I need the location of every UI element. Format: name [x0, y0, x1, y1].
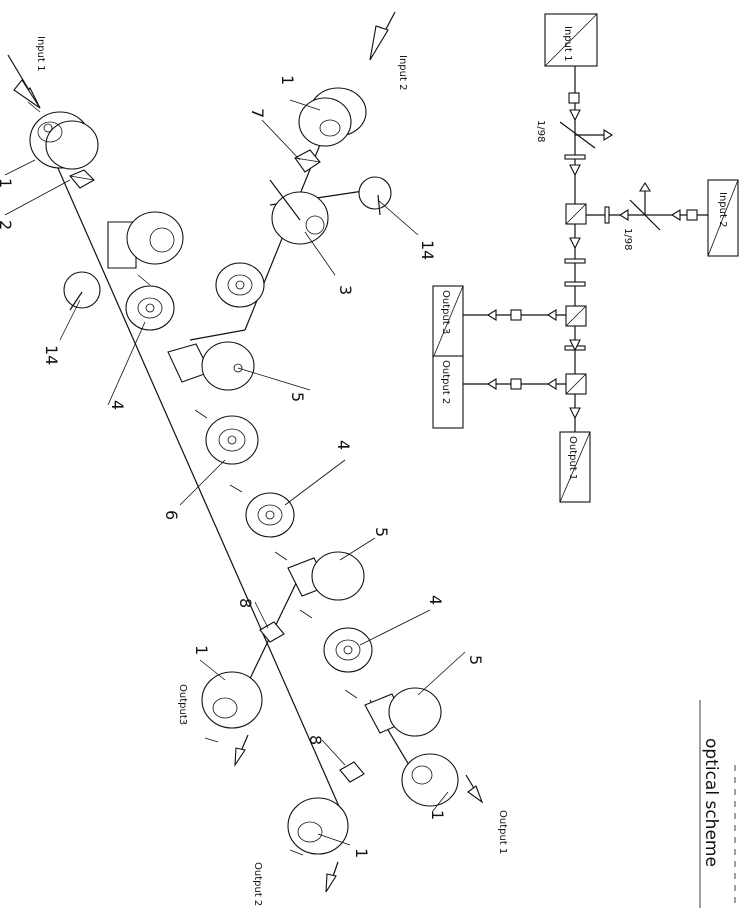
- scheme-ratio-b: 1/98: [622, 228, 633, 250]
- callout-number: 8: [236, 598, 255, 608]
- output2-label: Output 2: [252, 862, 263, 906]
- output3-arrow: [234, 734, 249, 767]
- schematic-labels: Input 1 Input 2 Output 3 Output 2 Output…: [440, 26, 728, 480]
- input2-branch-line: [189, 329, 246, 341]
- output3-label: Output3: [177, 684, 188, 725]
- callout-number: 4: [426, 595, 445, 605]
- scheme-output2-label: Output 2: [440, 360, 451, 404]
- waveplate-4-c: [245, 492, 295, 538]
- fiber-port-output1: [401, 753, 459, 807]
- callout-number: 5: [466, 655, 485, 665]
- scheme-input2-label: Input 2: [717, 192, 728, 227]
- input1-arrow: [7, 54, 41, 109]
- callout-number: 3: [336, 285, 355, 295]
- beam-cube-8-a: [259, 621, 285, 643]
- fiber-port-input1: [29, 111, 99, 170]
- waveplate-4-a: [125, 285, 175, 331]
- callout-number: 1: [192, 645, 211, 655]
- rotator-unit-3: [269, 179, 329, 245]
- callout-number: 7: [248, 108, 267, 118]
- scheme-ratio-a: 1/98: [535, 120, 546, 142]
- beam-cube-2: [69, 169, 95, 189]
- callout-number: 8: [306, 735, 325, 745]
- callout-numbers: 1 1 2 14 7 3 14 4 5 6 4 5 8 1 4 5 8 1 1: [0, 75, 485, 858]
- fiber-port-input2: [298, 87, 367, 147]
- waveplate-4-b: [215, 262, 265, 308]
- callout-leaders: [4, 99, 466, 846]
- input2-label: Input 2: [397, 55, 408, 90]
- fiber-port-output2: [287, 797, 349, 855]
- scheme-output2-box: [432, 355, 464, 429]
- callout-number: 5: [372, 527, 391, 537]
- input2-arrow: [369, 11, 396, 61]
- waveplate-6: [205, 415, 259, 465]
- output1-arrow: [465, 774, 484, 804]
- callout-number: 6: [162, 510, 181, 520]
- waveplate-4-d: [323, 627, 373, 673]
- callout-number: 2: [0, 220, 15, 230]
- callout-number: 1: [352, 848, 371, 858]
- callout-number: 14: [418, 240, 437, 260]
- pbs-5-a: [167, 341, 255, 391]
- callout-number: 4: [334, 440, 353, 450]
- output1-label: Output 1: [497, 810, 508, 854]
- callout-number: 14: [42, 345, 61, 365]
- scheme-output3-label: Output 3: [440, 290, 451, 334]
- detector-14-left: [63, 271, 101, 311]
- assembly-labels: Input 1 Input 2 Output3 Output 1 Output …: [35, 36, 508, 906]
- detector-14-right: [358, 176, 392, 216]
- splitter-cube-block: [107, 211, 184, 269]
- callout-number: 1: [428, 810, 447, 820]
- scheme-output1-label: Output 1: [567, 436, 578, 480]
- polarization-ticks: [27, 101, 358, 856]
- assembly-drawing: [4, 11, 484, 893]
- schematic: [432, 13, 739, 503]
- caption-block: optical scheme: [699, 700, 736, 908]
- main-beam-line: [49, 149, 346, 821]
- pbs-5-b: [287, 551, 365, 601]
- output2-arrow: [325, 861, 339, 893]
- caption-text: optical scheme: [701, 738, 721, 867]
- fiber-port-output3: [201, 671, 263, 729]
- scheme-input1-label: Input 1: [562, 26, 573, 61]
- input1-label: Input 1: [35, 36, 46, 71]
- callout-number: 5: [288, 392, 307, 402]
- beam-cube-8-b: [339, 761, 365, 783]
- callout-number: 4: [108, 400, 127, 410]
- callout-number: 1: [0, 178, 15, 188]
- callout-number: 1: [278, 75, 297, 85]
- pbs-5-c: [364, 687, 442, 737]
